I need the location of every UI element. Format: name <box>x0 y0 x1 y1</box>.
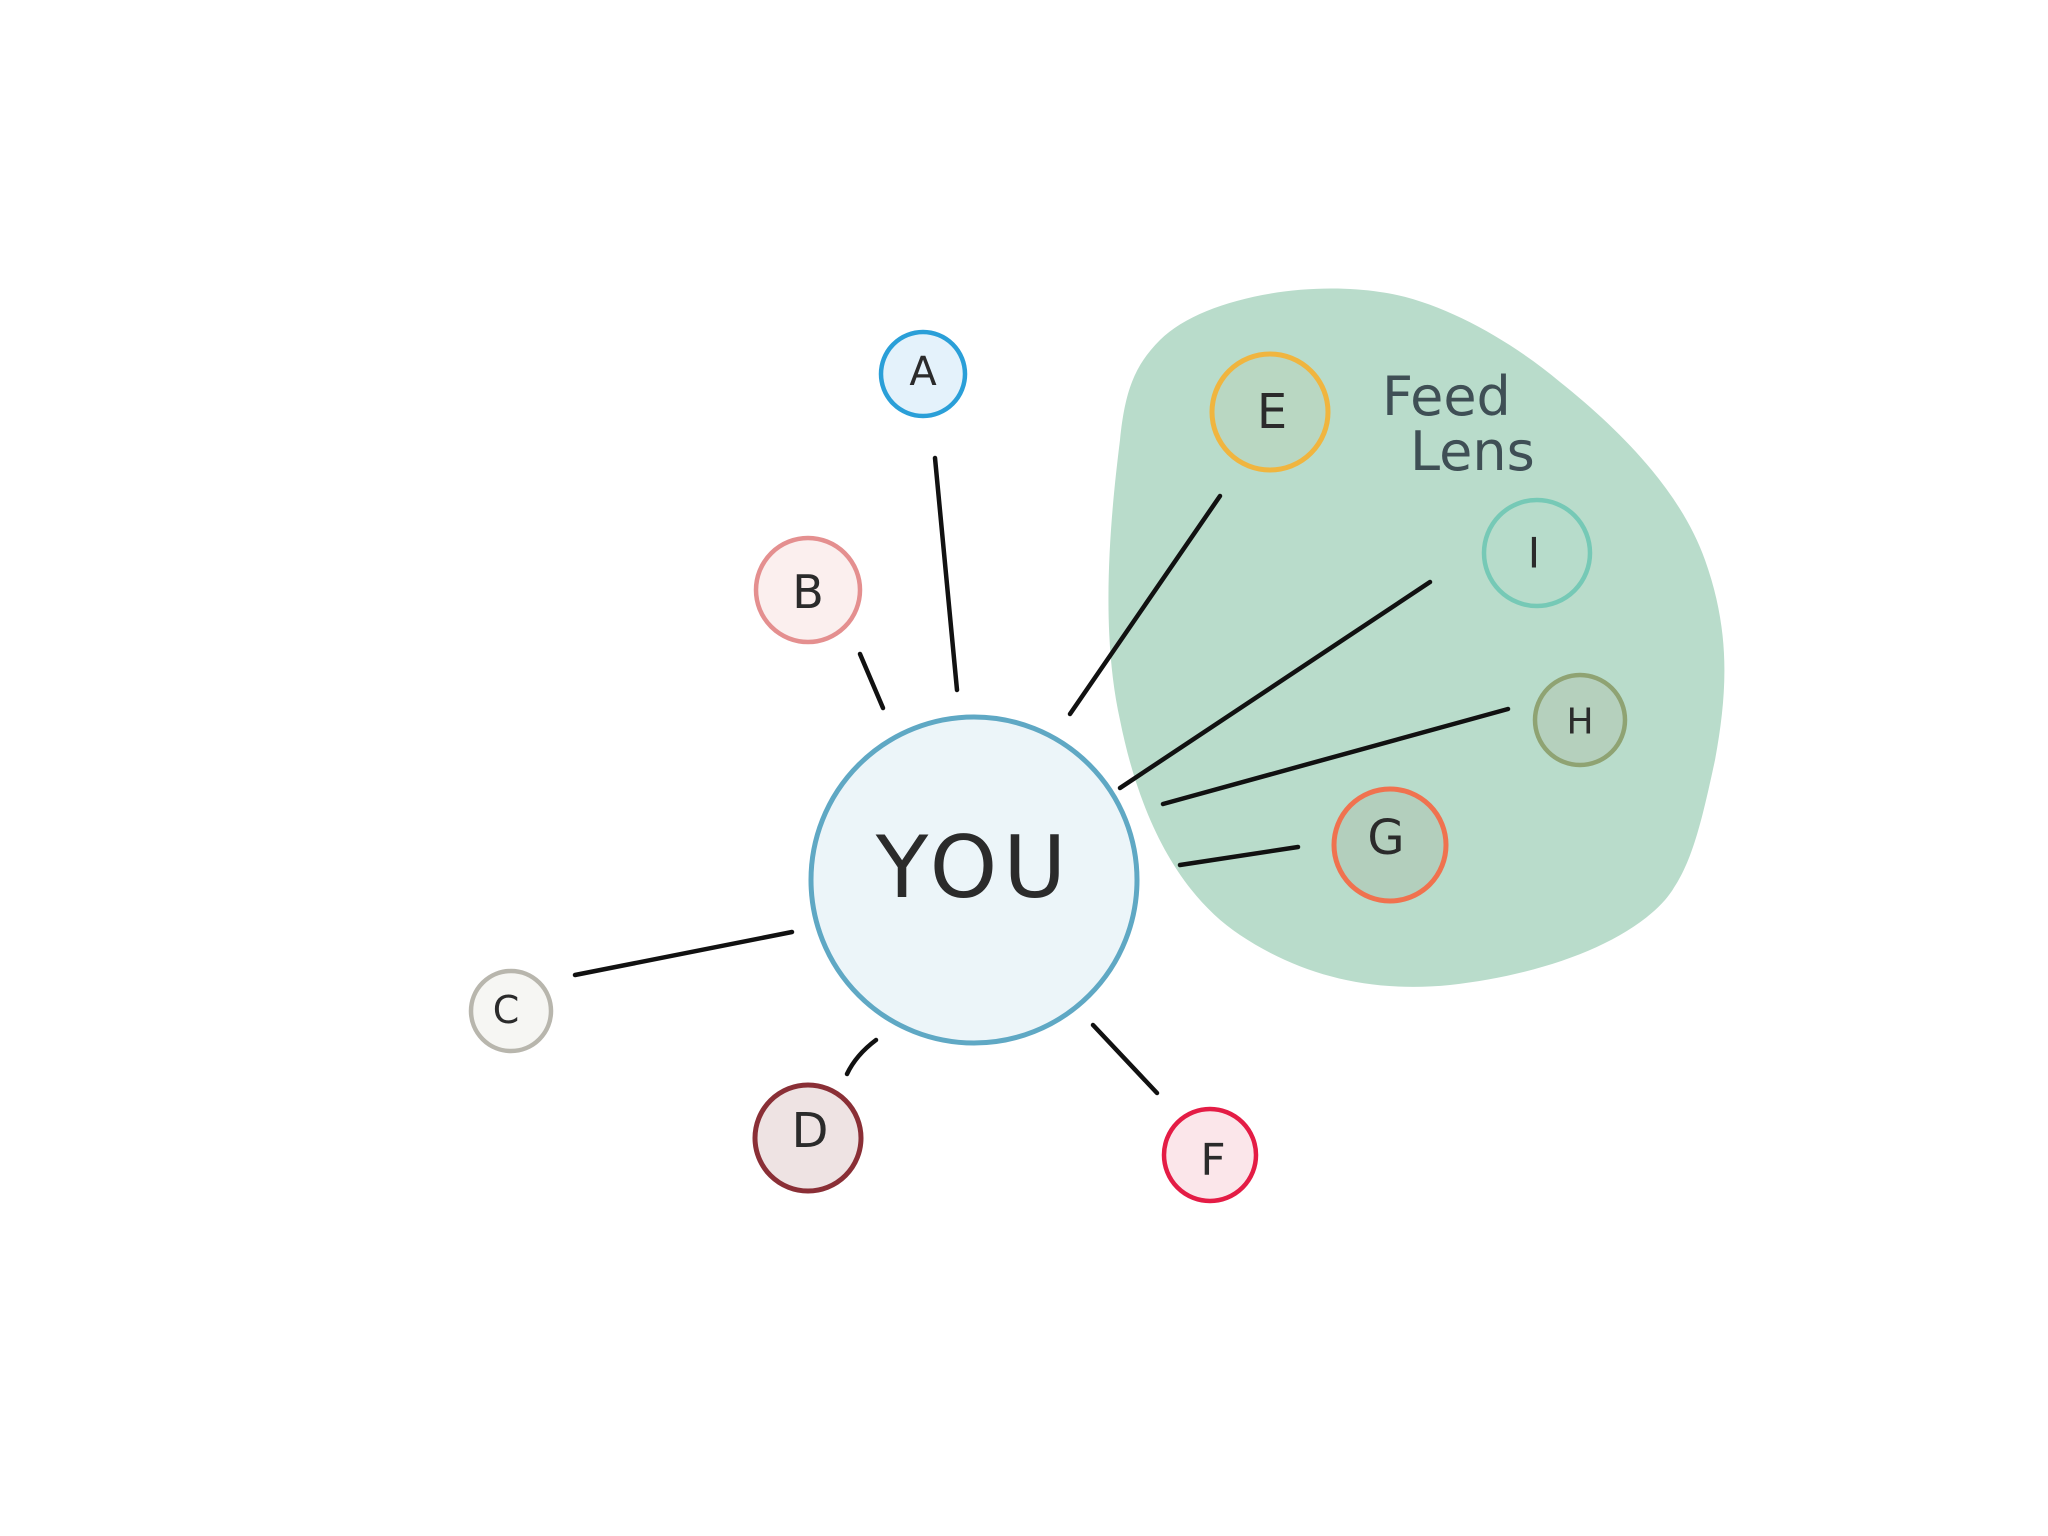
node-h-label: H <box>1566 702 1593 743</box>
node-i[interactable]: I <box>1481 497 1593 609</box>
node-e-label: E <box>1257 384 1287 440</box>
node-c-circle <box>468 968 554 1054</box>
node-d-label: D <box>792 1103 829 1159</box>
node-d[interactable]: D <box>752 1082 864 1194</box>
link-you-f <box>1090 1022 1160 1096</box>
node-f[interactable]: F <box>1161 1106 1259 1204</box>
node-h[interactable]: H <box>1532 672 1628 768</box>
node-c[interactable]: C <box>468 968 554 1054</box>
link-you-e <box>1067 493 1223 717</box>
link-you-b <box>857 651 886 711</box>
feed-lens-label-line1: Feed <box>1382 365 1511 428</box>
node-a[interactable]: A <box>878 329 968 419</box>
link-you-i <box>1117 579 1433 791</box>
node-e-circle <box>1209 351 1331 473</box>
node-b[interactable]: B <box>753 535 863 645</box>
link-you-a <box>932 455 960 693</box>
link-you-c <box>572 929 795 978</box>
link-you-h <box>1160 706 1511 807</box>
node-b-circle <box>753 535 863 645</box>
node-b-label: B <box>792 565 824 619</box>
node-g[interactable]: G <box>1331 786 1449 904</box>
node-i-circle <box>1481 497 1593 609</box>
feed-lens-label-line2: Lens <box>1410 420 1535 483</box>
link-you-g <box>1177 844 1301 868</box>
node-g-circle <box>1331 786 1449 904</box>
node-h-circle <box>1532 672 1628 768</box>
node-a-label: A <box>909 349 937 395</box>
you-node-circle <box>808 714 1140 1046</box>
node-a-circle <box>878 329 968 419</box>
you-node-label: YOU <box>875 818 1072 918</box>
link-you-d <box>844 1037 879 1077</box>
node-e[interactable]: E <box>1209 351 1331 473</box>
node-f-circle <box>1161 1106 1259 1204</box>
you-node[interactable]: YOU <box>808 714 1140 1046</box>
node-d-circle <box>752 1082 864 1194</box>
node-f-label: F <box>1200 1135 1225 1186</box>
node-g-label: G <box>1367 810 1404 866</box>
node-i-label: I <box>1528 529 1540 578</box>
node-c-label: C <box>493 988 520 1032</box>
